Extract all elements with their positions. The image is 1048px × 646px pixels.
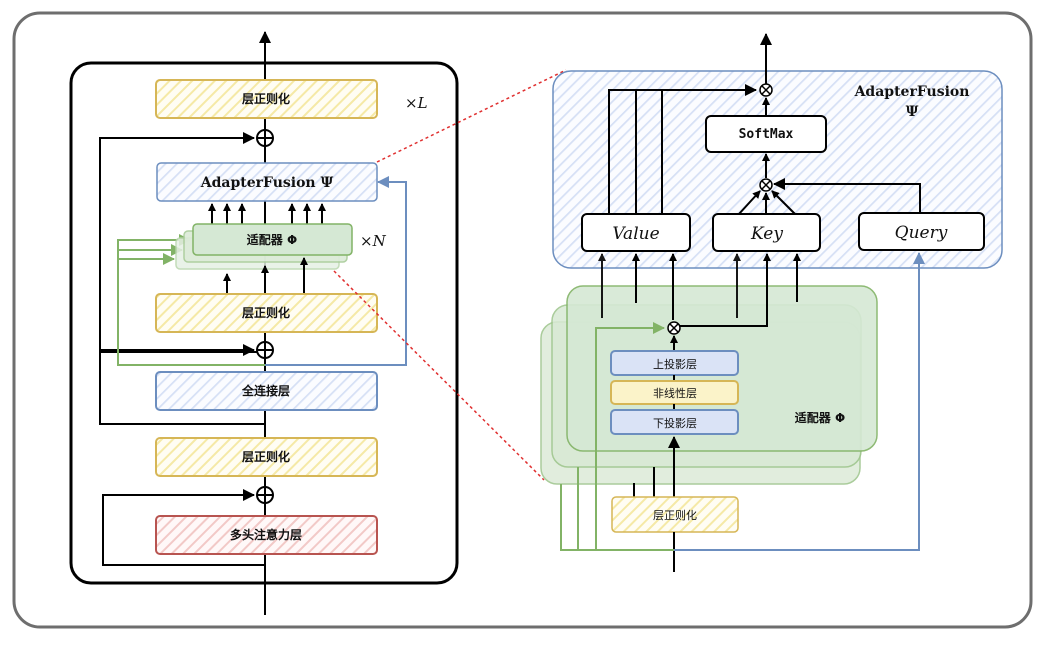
left-panel: 层正则化 ×L AdapterFusion Ψ 适配器 Φ ×N 层正则化	[69, 31, 459, 615]
bottom-layernorm-block[interactable]	[155, 437, 378, 477]
key-label: Key	[750, 224, 783, 244]
key-to-multiply-arrows	[738, 190, 796, 215]
right-layernorm-label: 层正则化	[653, 508, 697, 522]
value-to-multiply-lines	[608, 84, 757, 215]
fusion-residual-line	[99, 132, 265, 353]
value-block[interactable]	[581, 213, 691, 252]
nonlinear-label: 非线性层	[653, 386, 697, 400]
ffn-residual-line	[99, 344, 265, 425]
add-node-top	[256, 129, 274, 147]
repeat-n-label: ×N	[360, 232, 387, 250]
multi-head-attention-block[interactable]	[155, 515, 378, 555]
right-panel: AdapterFusion Ψ SoftMax	[540, 33, 1003, 572]
layernorm-to-adapter-arrows	[223, 257, 308, 296]
mid-layernorm-label: 层正则化	[242, 305, 290, 320]
fusion-title: AdapterFusion	[854, 84, 970, 100]
adapter-to-value-key-arrows	[598, 253, 801, 327]
adapter-label: 适配器 Φ	[247, 232, 297, 247]
multiply-node-adapter	[667, 321, 681, 335]
adapter-block[interactable]	[192, 223, 353, 256]
adapter-title: 适配器 Φ	[795, 410, 845, 425]
feed-forward-label: 全连接层	[241, 383, 290, 398]
query-to-multiply-arrow	[773, 178, 921, 214]
value-label: Value	[612, 224, 659, 244]
adapter-fusion-label: AdapterFusion Ψ	[200, 175, 334, 191]
adapter-skip-lines	[560, 322, 674, 551]
right-query-line	[674, 252, 925, 551]
zoom-link-top	[376, 69, 567, 163]
feed-forward-block[interactable]	[155, 371, 378, 411]
add-node-bottom	[256, 486, 274, 504]
adapter-input-line-1	[117, 234, 265, 366]
up-projection-label: 上投影层	[653, 357, 697, 371]
softmax-label: SoftMax	[739, 127, 794, 142]
down-projection-block[interactable]	[610, 409, 739, 435]
fusion-symbol: Ψ	[906, 104, 919, 120]
multiply-node-attention	[759, 178, 773, 192]
attention-residual-line	[102, 489, 265, 566]
query-input-line	[265, 176, 407, 366]
repeat-l-label: ×L	[405, 94, 428, 112]
down-projection-label: 下投影层	[653, 416, 697, 430]
top-layernorm-block[interactable]	[155, 79, 378, 119]
add-node-mid	[256, 341, 274, 359]
query-block[interactable]	[858, 212, 985, 251]
softmax-block[interactable]	[705, 115, 827, 153]
multiply-node-top	[759, 83, 773, 97]
key-block[interactable]	[712, 213, 821, 252]
adapter-fusion-block[interactable]	[156, 162, 378, 202]
multi-head-attention-label: 多头注意力层	[230, 527, 302, 542]
zoom-link-bottom	[333, 270, 545, 481]
adapter-to-fusion-arrows	[208, 203, 326, 225]
top-layernorm-label: 层正则化	[242, 91, 290, 106]
bottom-layernorm-label: 层正则化	[242, 449, 290, 464]
query-label: Query	[895, 223, 948, 243]
